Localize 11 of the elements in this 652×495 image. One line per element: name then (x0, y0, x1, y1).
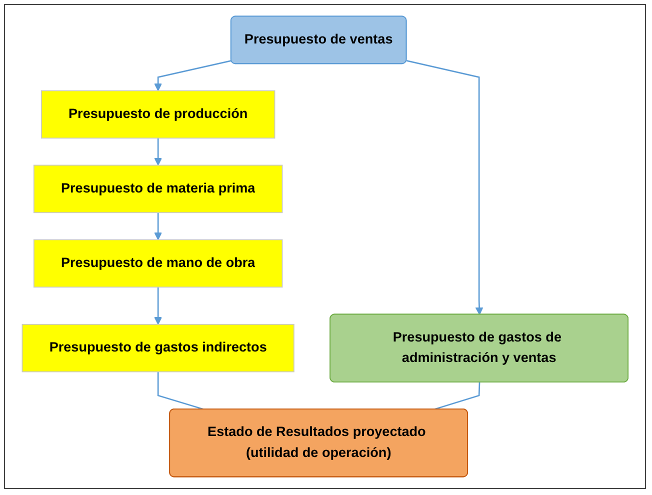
arrow (154, 212, 162, 240)
node-box: Presupuesto de materia prima (33, 164, 283, 214)
node-box: Presupuesto de mano de obra (33, 239, 283, 288)
node-box: Presupuesto de gastos indirectos (22, 324, 294, 372)
connector (433, 382, 480, 410)
arrow (154, 287, 162, 325)
arrow (406, 60, 484, 316)
connector (157, 372, 204, 410)
arrow (154, 138, 162, 166)
node-box: Presupuesto de producción (40, 90, 276, 139)
arrow (154, 60, 232, 92)
